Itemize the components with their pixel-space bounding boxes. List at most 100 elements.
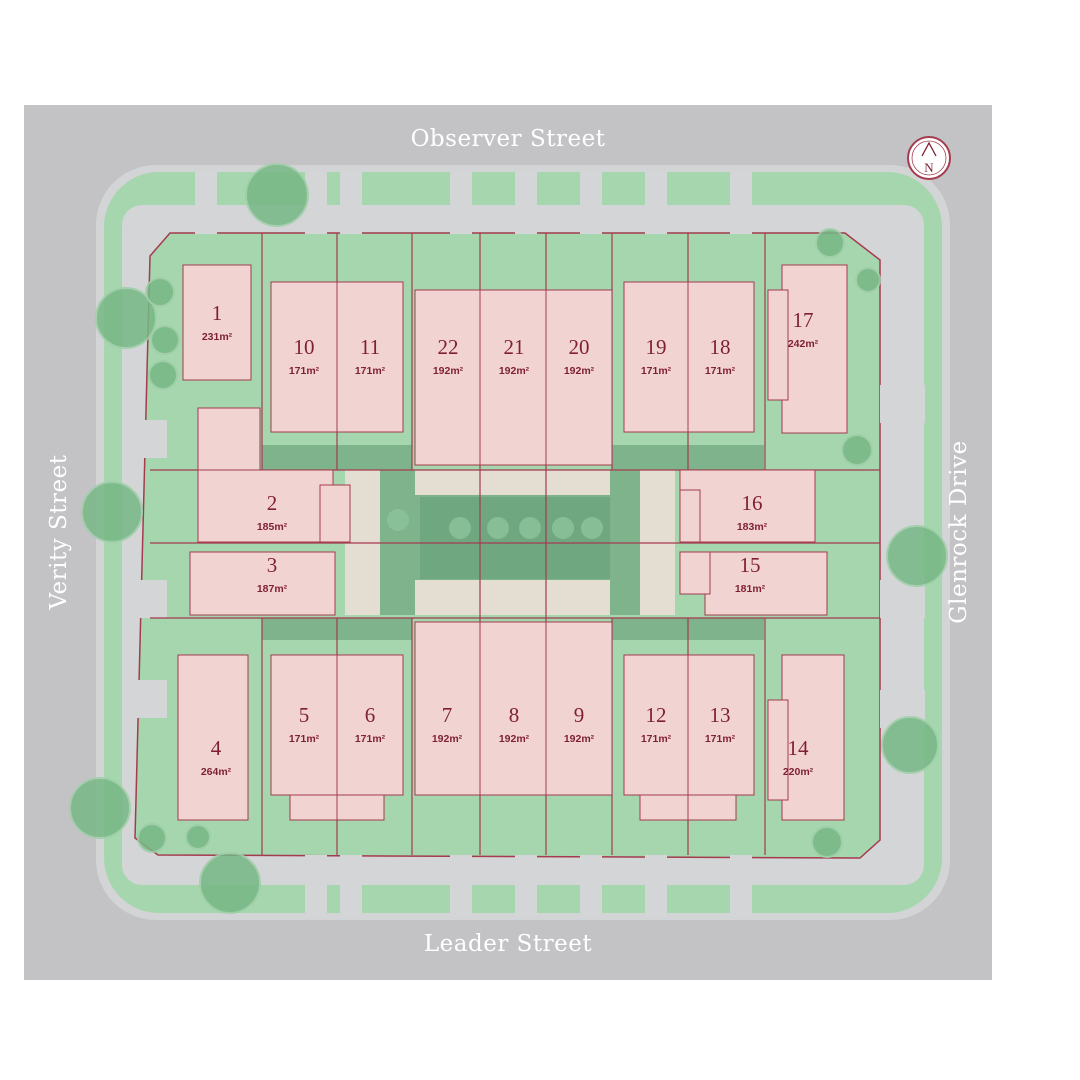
lot-area: 171m²: [641, 733, 672, 745]
driveway-strip: [195, 172, 217, 234]
building-footprint: [319, 484, 351, 543]
driveway-strip: [340, 855, 362, 917]
building-footprint: [177, 654, 249, 821]
lot-21[interactable]: 21 192m²: [479, 289, 547, 466]
lot-number: 8: [509, 703, 520, 727]
tree-icon: [855, 267, 881, 293]
lot-area: 185m²: [257, 521, 288, 533]
driveway-strip: [450, 172, 472, 234]
lot-area: 264m²: [201, 766, 232, 778]
building-footprint: [704, 551, 828, 616]
street-label-glenrock: Glenrock Drive: [946, 440, 972, 624]
lot-number: 20: [569, 335, 590, 359]
driveway-strip: [122, 580, 167, 618]
driveway-strip: [515, 172, 537, 234]
driveway-strip: [645, 172, 667, 234]
lot-10[interactable]: 10 171m²: [270, 281, 338, 433]
tree-icon: [150, 325, 180, 355]
lot-area: 181m²: [735, 583, 766, 595]
tree-icon: [95, 287, 157, 349]
shrub-icon: [449, 517, 471, 539]
lot-15[interactable]: 15 181m²: [679, 551, 828, 616]
tree-icon: [145, 277, 175, 307]
lot-number: 16: [742, 491, 763, 515]
lot-area: 192m²: [499, 365, 530, 377]
shrub-icon: [387, 509, 409, 531]
driveway-strip: [580, 855, 602, 917]
building-footprint: [545, 621, 613, 796]
lot-number: 21: [504, 335, 525, 359]
building-footprint: [687, 654, 755, 796]
lot-number: 3: [267, 553, 278, 577]
lot-area: 171m²: [705, 365, 736, 377]
lot-area: 231m²: [202, 331, 233, 343]
courtyard-lawn: [420, 497, 610, 579]
building-footprint: [336, 654, 404, 796]
street-label-leader: Leader Street: [424, 931, 592, 957]
lot-8[interactable]: 8 192m²: [479, 621, 547, 796]
building-footprint: [639, 794, 689, 821]
lot-area: 242m²: [788, 338, 819, 350]
lot-area: 192m²: [433, 365, 464, 377]
lot-11[interactable]: 11 171m²: [336, 281, 404, 433]
lot-number: 11: [360, 335, 380, 359]
shrub-icon: [552, 517, 574, 539]
driveway-strip: [880, 385, 925, 423]
lot-area: 192m²: [564, 733, 595, 745]
building-footprint: [767, 289, 789, 401]
lot-number: 2: [267, 491, 278, 515]
lot-area: 192m²: [564, 365, 595, 377]
tree-icon: [881, 716, 939, 774]
shrub-icon: [487, 517, 509, 539]
lot-area: 220m²: [783, 766, 814, 778]
trees: [69, 163, 948, 914]
driveway-strip: [580, 172, 602, 234]
tree-icon: [148, 360, 178, 390]
lot-area: 171m²: [705, 733, 736, 745]
building-footprint: [289, 794, 338, 821]
lot-area: 192m²: [499, 733, 530, 745]
driveway-strip: [730, 855, 752, 917]
lot-area: 171m²: [289, 733, 320, 745]
tree-icon: [841, 434, 873, 466]
courtyard-paving-bottom: [415, 580, 610, 615]
lot-number: 15: [740, 553, 761, 577]
building-footprint: [545, 289, 613, 466]
tree-icon: [199, 852, 261, 914]
building-footprint: [479, 289, 547, 466]
shrub-icon: [581, 517, 603, 539]
building-footprint: [781, 654, 845, 821]
lot-area: 171m²: [355, 365, 386, 377]
lot-number: 10: [294, 335, 315, 359]
building-footprint: [182, 264, 252, 381]
tree-icon: [811, 826, 843, 858]
building-footprint: [336, 281, 404, 433]
lots: 1231m²2185m²3187m²4264m²5171m²6171m²7192…: [177, 264, 848, 821]
street-label-verity: Verity Street: [46, 454, 72, 610]
building-footprint: [197, 407, 261, 471]
building-footprint: [414, 289, 481, 466]
lot-area: 171m²: [289, 365, 320, 377]
building-footprint: [414, 621, 481, 796]
tree-icon: [69, 777, 131, 839]
lot-number: 7: [442, 703, 453, 727]
lot-20[interactable]: 20 192m²: [545, 289, 613, 466]
street-label-observer: Observer Street: [411, 126, 606, 152]
lot-2[interactable]: 2 185m²: [197, 469, 351, 543]
